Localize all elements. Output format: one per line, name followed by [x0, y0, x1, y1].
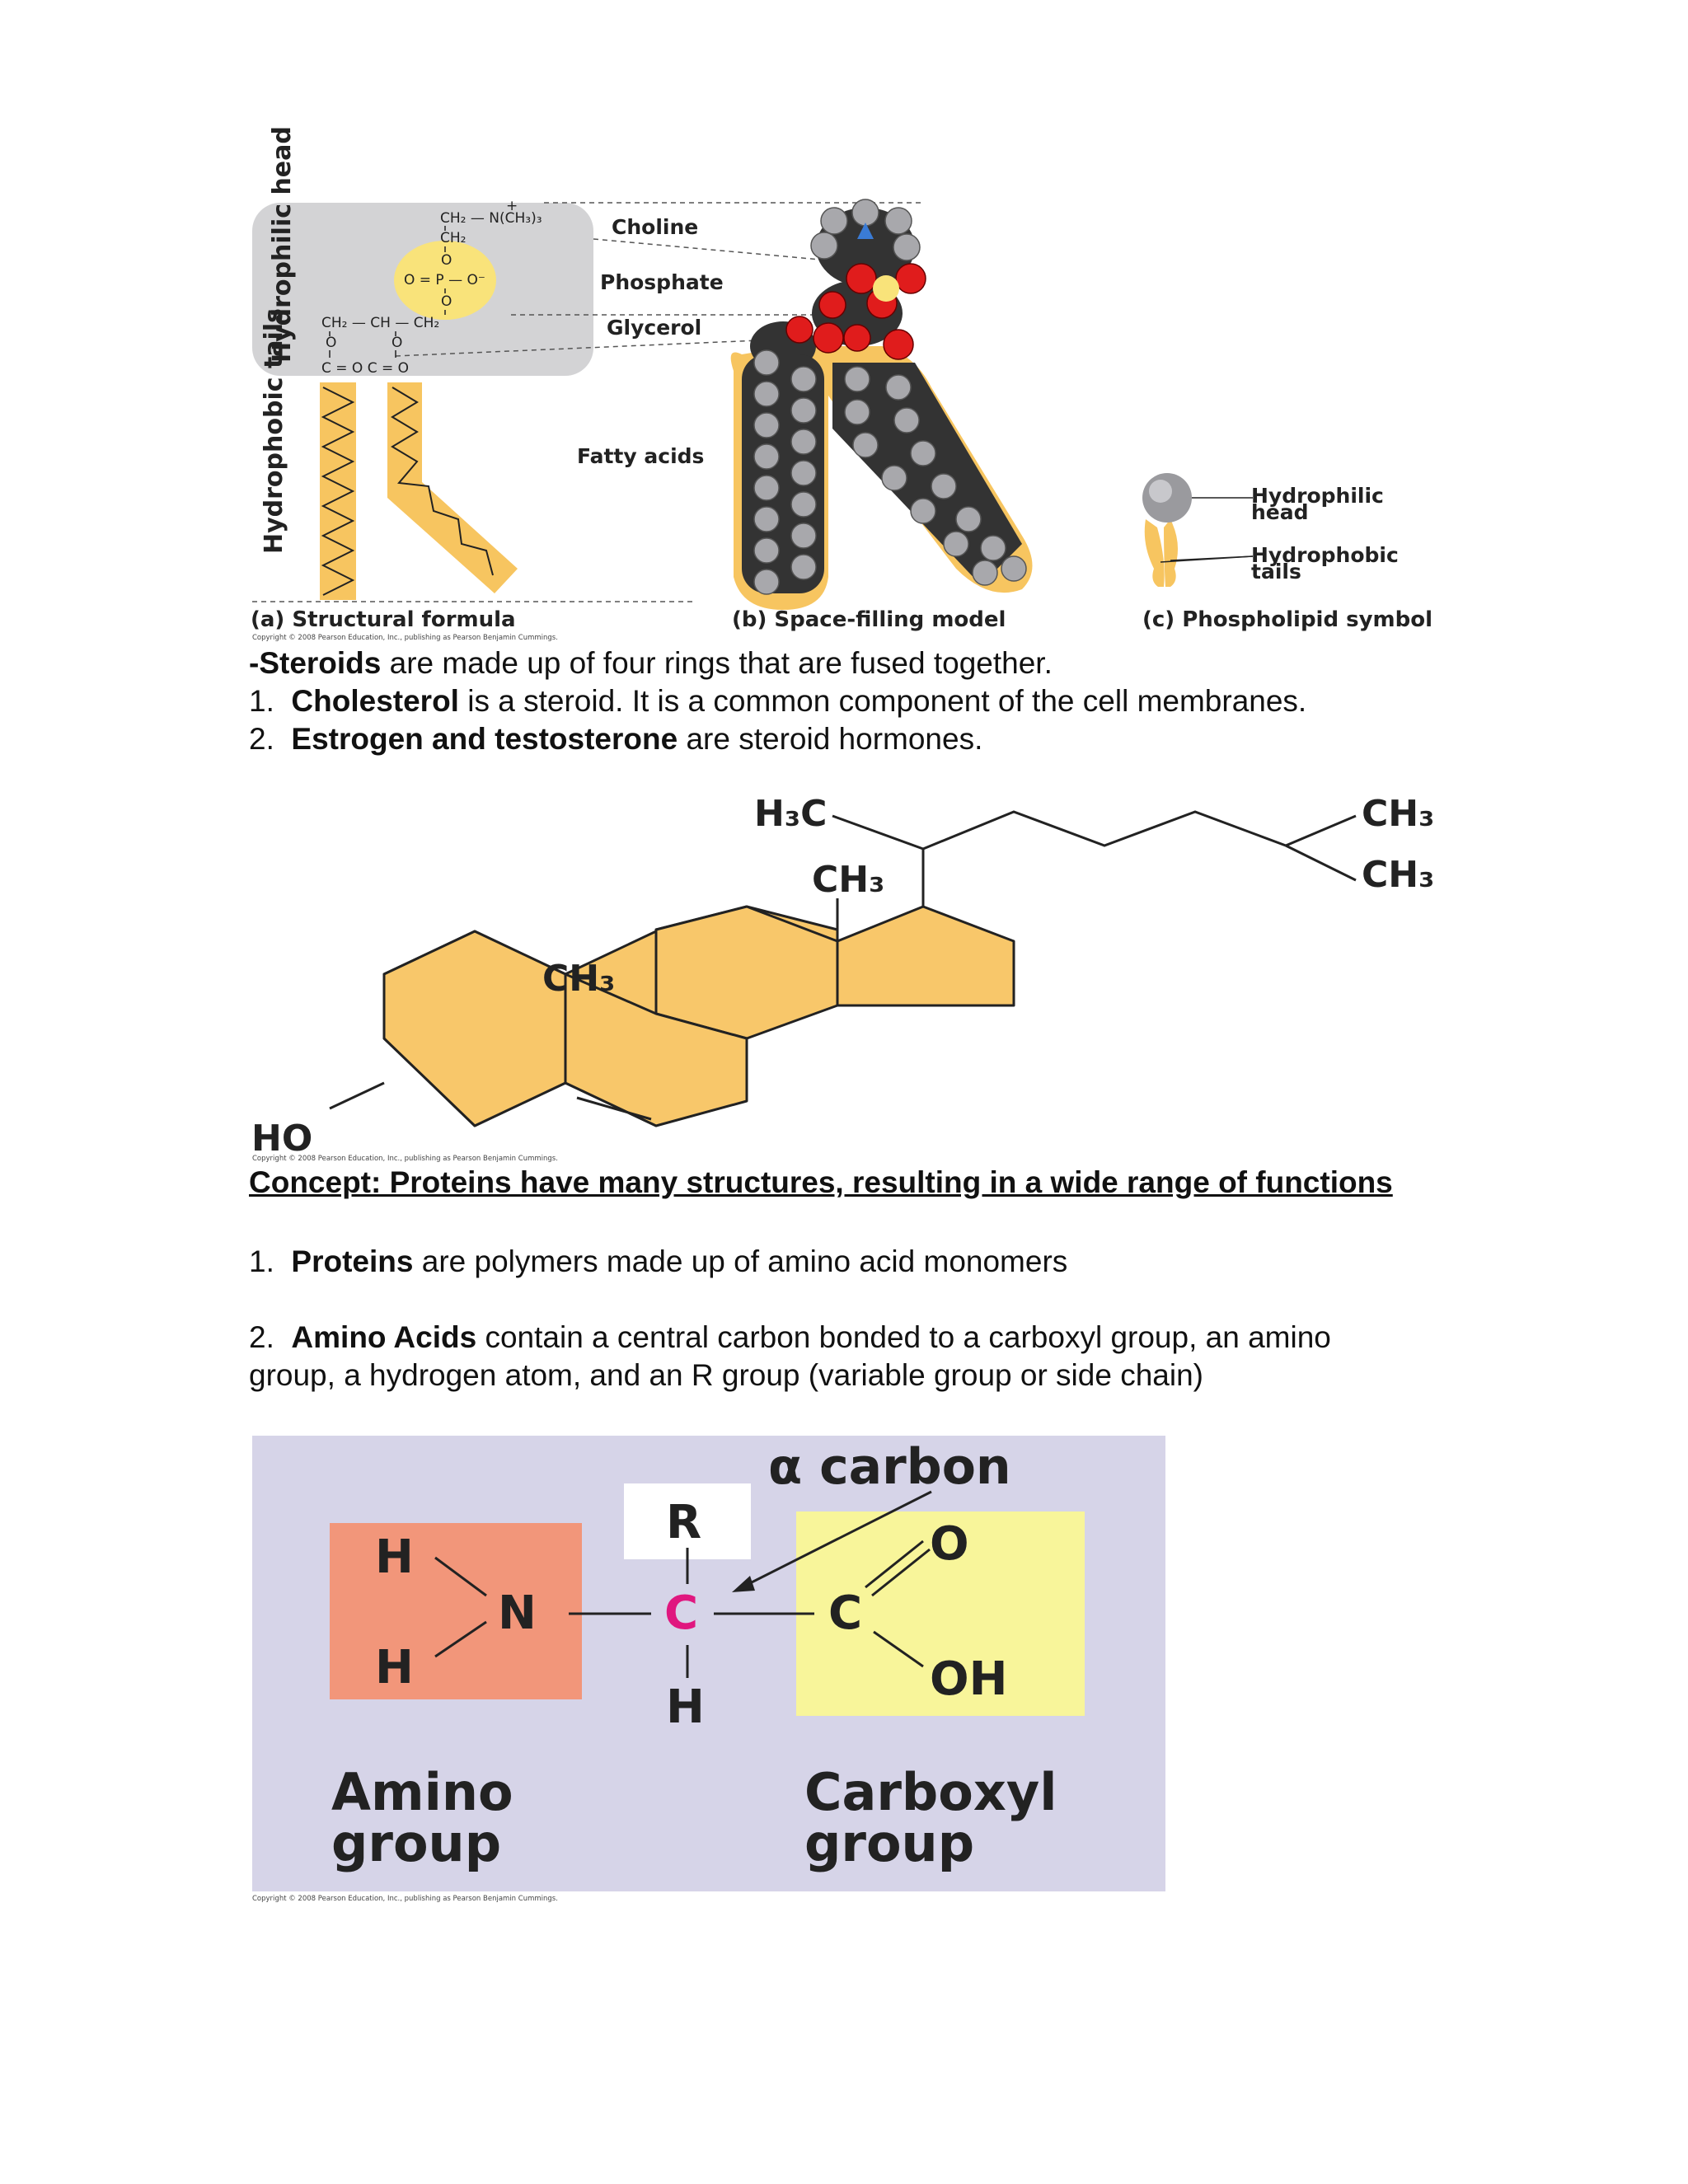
formula-ch2: CH₂ — [440, 230, 466, 246]
formula-carbonyl-row: C = O C = O — [321, 360, 409, 377]
glycerol-label: Glycerol — [607, 316, 701, 340]
caption-space-filling-model: (b) Space-filling model — [732, 607, 1006, 632]
symbol-head-label-1: Hydrophilic — [1251, 484, 1384, 508]
ch3-side-top-label: CH₃ — [1362, 793, 1434, 835]
caption-structural-formula: (a) Structural formula — [251, 607, 516, 632]
ch3-upper-label: CH₃ — [812, 859, 884, 901]
cholesterol-figure: H₃C CH₃ CH₃ CH₃ CH₃ HO Copyright © 2008 … — [251, 793, 1434, 1163]
fatty-acids-label: Fatty acids — [577, 444, 704, 468]
h-top-atom: H — [375, 1530, 414, 1584]
ch3-lower-label: CH₃ — [542, 958, 615, 1000]
choline-label: Choline — [612, 215, 698, 239]
structural-formula: + CH₂ — N(CH₃)₃ CH₂ O O = P — O⁻ O CH₂ —… — [321, 198, 542, 377]
amino-acids-term: Amino Acids — [291, 1320, 477, 1354]
proteins-concept-heading: Concept: Proteins have many structures, … — [249, 1165, 1393, 1199]
h-under-atom: H — [666, 1680, 705, 1734]
steroids-term: -Steroids — [249, 646, 382, 680]
r-atom: R — [666, 1496, 701, 1549]
proteins-item-2-continued: group, a hydrogen atom, and an R group (… — [249, 1358, 1203, 1392]
phospholipid-symbol: Hydrophilic head Hydrophobic tails — [1142, 473, 1399, 587]
phosphate-label: Phosphate — [600, 270, 724, 294]
phospholipid-figure: Hydrophilic head Hydrophobic tails + CH₂… — [251, 126, 1432, 642]
ring-a-hexagon — [382, 930, 567, 1127]
formula-o-left: O — [326, 335, 336, 351]
alpha-carbon-label: α carbon — [768, 1438, 1011, 1496]
steroids-item-2: 2. Estrogen and testosterone are steroid… — [249, 720, 982, 758]
symbol-tails-label-2: tails — [1251, 560, 1301, 583]
item-text: are steroid hormones. — [678, 722, 983, 756]
hydrophobic-tails-label: Hydrophobic tails — [260, 308, 288, 554]
phosphate-circle — [394, 241, 496, 320]
symbol-tails-label-1: Hydrophobic — [1251, 543, 1399, 567]
item-number: 2. — [249, 1320, 274, 1354]
h-bottom-atom: H — [375, 1641, 414, 1694]
ring-d — [836, 905, 1015, 1007]
formula-o-top: O — [441, 252, 452, 269]
amino-acid-bonds — [434, 1490, 932, 1678]
item-number: 1. — [249, 1244, 274, 1278]
oh-group: OH — [930, 1652, 1007, 1706]
caption-phospholipid-symbol: (c) Phospholipid symbol — [1142, 607, 1432, 632]
carboxyl-group-label-1: Carboxyl — [804, 1762, 1057, 1822]
r-group-box — [624, 1483, 751, 1559]
h3c-label: H₃C — [754, 793, 827, 835]
item-text: contain a central carbon bonded to a car… — [476, 1320, 1331, 1354]
carboxyl-group-box — [796, 1511, 1085, 1716]
cholesterol-term: Cholesterol — [291, 684, 459, 718]
cholesterol-copyright: Copyright © 2008 Pearson Education, Inc.… — [252, 1155, 558, 1163]
steroids-intro: -Steroids are made up of four rings that… — [249, 644, 1053, 682]
c-alpha-atom: C — [664, 1586, 698, 1640]
item-text: are polymers made up of amino acid monom… — [413, 1244, 1068, 1278]
c-carboxyl-atom: C — [828, 1586, 862, 1640]
alpha-carbon-arrowhead — [732, 1576, 755, 1592]
fatty-acid-tail-bent — [387, 382, 518, 593]
amino-acid-copyright: Copyright © 2008 Pearson Education, Inc.… — [252, 1895, 558, 1903]
hormones-term: Estrogen and testosterone — [291, 722, 678, 756]
formula-o-mid: O — [392, 335, 402, 351]
item-number: 2. — [249, 722, 274, 756]
proteins-term: Proteins — [291, 1244, 414, 1278]
formula-ch2-n: CH₂ — N(CH₃)₃ — [440, 210, 542, 227]
o-atom: O — [930, 1517, 969, 1571]
space-filling-model — [730, 199, 1033, 610]
formula-glycerol-row: CH₂ — CH — CH₂ — [321, 315, 439, 331]
ho-label: HO — [251, 1118, 312, 1160]
proteins-item-1: 1. Proteins are polymers made up of amin… — [249, 1243, 1067, 1281]
carboxyl-group-label-2: group — [804, 1813, 974, 1873]
formula-plus: + — [506, 198, 518, 214]
ch3-side-bottom-label: CH₃ — [1362, 854, 1434, 896]
steroids-item-1: 1. Cholesterol is a steroid. It is a com… — [249, 682, 1306, 720]
phospholipid-copyright: Copyright © 2008 Pearson Education, Inc.… — [252, 634, 558, 642]
proteins-item-2: 2. Amino Acids contain a central carbon … — [249, 1319, 1331, 1357]
formula-o-bottom: O — [441, 293, 452, 310]
item-text: is a steroid. It is a common component o… — [458, 684, 1307, 718]
amino-group-label-2: group — [331, 1813, 501, 1873]
amino-group-label-1: Amino — [331, 1762, 513, 1822]
item-number: 1. — [249, 684, 274, 718]
steroids-intro-text: are made up of four rings that are fused… — [381, 646, 1053, 680]
formula-phosphate-row: O = P — O⁻ — [404, 272, 485, 288]
n-atom: N — [498, 1586, 537, 1640]
hydrophilic-head-label: Hydrophilic head — [268, 126, 297, 363]
symbol-head-label-2: head — [1251, 500, 1309, 524]
amino-acid-figure: α carbon R H H N C C O OH H Amino group … — [252, 1436, 1165, 1903]
amino-group-box — [330, 1523, 582, 1699]
